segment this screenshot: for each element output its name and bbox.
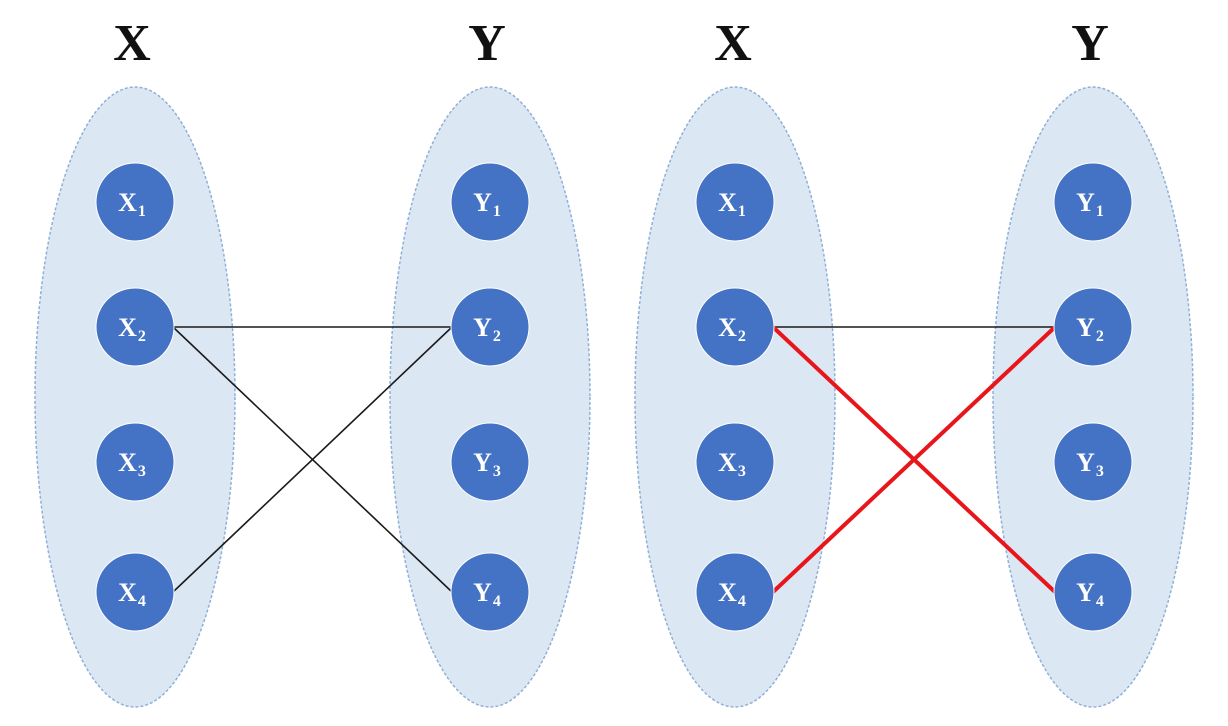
node-label-main: Y (1076, 448, 1095, 477)
node-circle (1053, 422, 1133, 502)
node-circle (695, 422, 775, 502)
node-y4: Y4 (450, 552, 530, 632)
node-label-subscript: 4 (138, 593, 146, 610)
node-label: X3 (118, 448, 146, 480)
node-label: X2 (118, 313, 146, 345)
set-y-region (389, 86, 591, 708)
node-label-subscript: 1 (738, 203, 746, 220)
set-x-region (634, 86, 836, 708)
node-label-main: X (118, 188, 137, 217)
edges (771, 325, 1057, 594)
node-y3: Y3 (1053, 422, 1133, 502)
node-label-subscript: 3 (1096, 463, 1104, 480)
node-label-main: X (718, 313, 737, 342)
node-label: X2 (718, 313, 746, 345)
node-circle (695, 162, 775, 242)
node-label-main: Y (1076, 188, 1095, 217)
node-circle (1053, 287, 1133, 367)
node-x4: X4 (695, 552, 775, 632)
edge-x4-y2-highlighted (771, 325, 1057, 594)
node-y4: Y4 (1053, 552, 1133, 632)
node-label: X1 (718, 188, 746, 220)
node-y3: Y3 (450, 422, 530, 502)
node-label-main: X (118, 313, 137, 342)
node-circle (1053, 552, 1133, 632)
node-circle (95, 422, 175, 502)
node-circle (95, 287, 175, 367)
node-label: X4 (718, 578, 746, 610)
node-label-subscript: 2 (493, 328, 501, 345)
node-label-subscript: 1 (1096, 203, 1104, 220)
node-circle (695, 287, 775, 367)
node-circle (695, 552, 775, 632)
node-circle (1053, 162, 1133, 242)
node-label-subscript: 2 (1096, 328, 1104, 345)
node-x1: X1 (95, 162, 175, 242)
set-y-region (992, 86, 1194, 708)
node-label: X4 (118, 578, 146, 610)
node-label-subscript: 3 (493, 463, 501, 480)
node-label-subscript: 3 (138, 463, 146, 480)
node-label: Y1 (1076, 188, 1104, 220)
node-label-subscript: 2 (138, 328, 146, 345)
node-label: Y4 (473, 578, 501, 610)
node-x2: X2 (695, 287, 775, 367)
node-label: Y2 (473, 313, 501, 345)
edge-x4-y2 (172, 326, 453, 593)
node-label-main: Y (473, 313, 492, 342)
set-x-label: X (714, 15, 752, 72)
node-x3: X3 (695, 422, 775, 502)
node-x3: X3 (95, 422, 175, 502)
set-x-region (34, 86, 236, 708)
node-label-subscript: 3 (738, 463, 746, 480)
node-circle (450, 422, 530, 502)
node-circle (95, 552, 175, 632)
node-label-subscript: 4 (493, 593, 501, 610)
node-label-main: X (718, 578, 737, 607)
node-y1: Y1 (1053, 162, 1133, 242)
node-label-main: Y (473, 188, 492, 217)
node-label-subscript: 4 (738, 593, 746, 610)
node-label-main: Y (473, 578, 492, 607)
node-label: Y3 (473, 448, 501, 480)
node-label-main: X (718, 188, 737, 217)
node-label: Y3 (1076, 448, 1104, 480)
node-label: Y1 (473, 188, 501, 220)
node-label: X3 (718, 448, 746, 480)
node-label-main: Y (1076, 313, 1095, 342)
node-label-subscript: 4 (1096, 593, 1104, 610)
node-label: X1 (118, 188, 146, 220)
node-label-main: Y (473, 448, 492, 477)
set-x-label: X (113, 15, 151, 72)
node-label-subscript: 1 (493, 203, 501, 220)
node-label: Y2 (1076, 313, 1104, 345)
set-y-label: Y (468, 15, 506, 72)
node-label-main: X (118, 578, 137, 607)
node-circle (450, 162, 530, 242)
node-circle (95, 162, 175, 242)
node-label: Y4 (1076, 578, 1104, 610)
node-x4: X4 (95, 552, 175, 632)
node-label-main: Y (1076, 578, 1095, 607)
node-label-subscript: 1 (138, 203, 146, 220)
set-y-label: Y (1071, 15, 1109, 72)
node-y2: Y2 (1053, 287, 1133, 367)
node-label-main: X (718, 448, 737, 477)
node-label-subscript: 2 (738, 328, 746, 345)
node-label-main: X (118, 448, 137, 477)
node-circle (450, 552, 530, 632)
node-y2: Y2 (450, 287, 530, 367)
node-x2: X2 (95, 287, 175, 367)
edges (172, 326, 453, 593)
node-circle (450, 287, 530, 367)
node-y1: Y1 (450, 162, 530, 242)
node-x1: X1 (695, 162, 775, 242)
